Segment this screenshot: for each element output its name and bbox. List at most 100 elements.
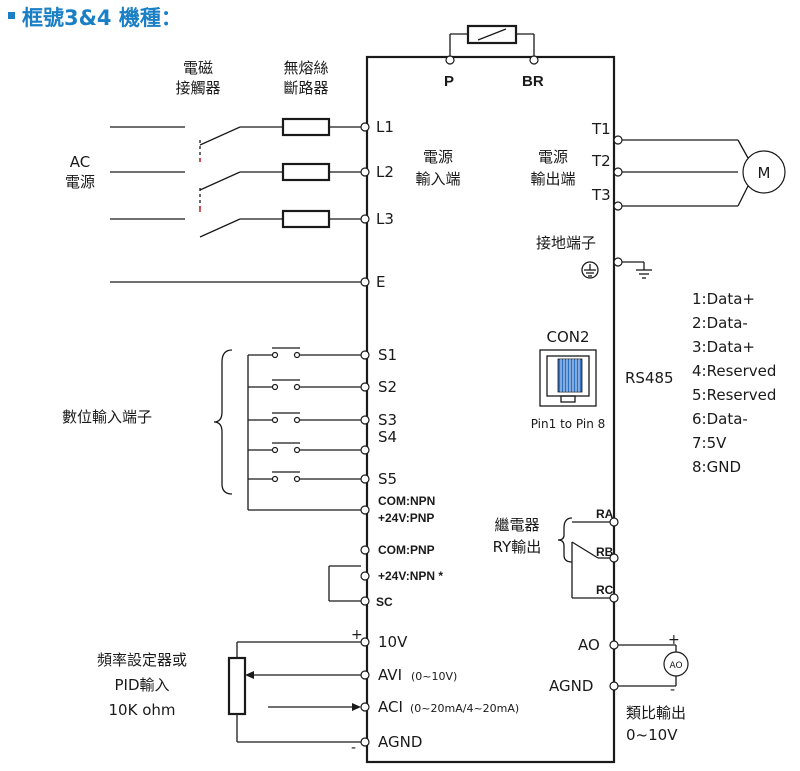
label-avi-range: (0~10V): [411, 670, 457, 683]
label-l2: L2: [376, 163, 394, 181]
pin-item: 2:Data-: [692, 314, 748, 332]
motor-wiring: [622, 139, 749, 207]
terminal-10v: [360, 637, 370, 647]
pin-list: 1:Data+ 2:Data- 3:Data+ 4:Reserved 5:Res…: [692, 290, 776, 476]
label-t3: T3: [591, 186, 611, 204]
ao-meter-plus: +: [668, 632, 680, 648]
drive-box: [365, 55, 616, 764]
rs485-label: RS485: [625, 369, 674, 387]
terminal-sc: [360, 596, 370, 606]
label-aci: ACI: [378, 698, 403, 716]
terminal-com-pnp: [360, 545, 370, 555]
terminal-rb: [609, 553, 619, 563]
motor-icon: [742, 150, 786, 194]
label-br: BR: [522, 73, 544, 90]
terminal-ao: [609, 640, 619, 650]
pin-range-label: Pin1 to Pin 8: [531, 417, 606, 431]
ao-meter-wiring: [618, 644, 677, 687]
terminal-ra: [609, 517, 619, 527]
terminal-s4: [360, 445, 370, 455]
terminal-s5: [360, 474, 370, 484]
motor-label: M: [758, 164, 771, 182]
freq-setter-label-2: PID輸入: [114, 676, 169, 694]
breaker-label-2: 斷路器: [283, 79, 328, 97]
terminal-e: [360, 277, 370, 287]
label-agnd-right: AGND: [549, 677, 593, 695]
terminal-rc: [609, 593, 619, 603]
brake-resistor: [449, 24, 535, 57]
ground-icon: [581, 261, 599, 279]
relay-brace: [557, 517, 573, 563]
power-output-label-2: 輸出端: [530, 170, 575, 188]
relay-label-1: 繼電器: [494, 516, 539, 534]
pin-item: 8:GND: [692, 458, 741, 476]
rj45-connector-icon: [539, 349, 597, 407]
terminal-24v-npn: [360, 571, 370, 581]
label-avi: AVI: [378, 666, 402, 684]
power-input-wiring: [110, 117, 361, 283]
label-com-npn: COM:NPN: [378, 494, 435, 508]
analog-output-label-2: 0~10V: [626, 726, 678, 744]
label-ao: AO: [578, 636, 600, 654]
label-s1: S1: [378, 346, 397, 364]
terminal-l3: [360, 214, 370, 224]
terminal-t1: [613, 135, 623, 145]
terminal-s2: [360, 382, 370, 392]
pin-item: 3:Data+: [692, 338, 755, 356]
pin-item: 4:Reserved: [692, 362, 776, 380]
label-rb: RB: [596, 545, 614, 559]
label-s5: S5: [378, 470, 397, 488]
terminal-s3: [360, 415, 370, 425]
terminal-ground: [613, 257, 623, 267]
pin-item: 7:5V: [692, 434, 727, 452]
breaker-label-1: 無熔絲: [283, 59, 328, 77]
contactor-label-1: 電磁: [183, 59, 213, 77]
label-p: P: [444, 73, 454, 90]
freq-setter-label-3: 10K ohm: [109, 701, 176, 719]
ao-meter-icon: [663, 651, 689, 677]
terminal-agnd-right: [609, 681, 619, 691]
ac-power-label: 電源: [65, 173, 95, 191]
ao-meter-label: AO: [669, 661, 682, 671]
relay-contacts: [571, 521, 614, 599]
label-sc: SC: [376, 595, 393, 609]
contactor-label-2: 接觸器: [175, 79, 220, 97]
terminal-aci: [360, 702, 370, 712]
label-e: E: [376, 273, 385, 291]
digital-input-label: 數位輸入端子: [62, 408, 152, 426]
com-sc-wiring: [328, 565, 361, 602]
terminal-com-npn: [360, 505, 370, 515]
analog-output-label-1: 類比輸出: [626, 704, 686, 722]
power-output-label-1: 電源: [538, 148, 568, 166]
earth-ground-icon: [622, 261, 652, 279]
power-input-label-2: 輸入端: [415, 170, 460, 188]
label-s3: S3: [378, 411, 397, 429]
con2-label: CON2: [546, 328, 589, 346]
label-24v-pnp: +24V:PNP: [378, 511, 434, 525]
terminal-t2: [613, 167, 623, 177]
digital-input-switches: [247, 347, 361, 511]
label-s2: S2: [378, 378, 397, 396]
ac-label: AC: [70, 153, 90, 171]
label-s4: S4: [378, 428, 397, 446]
minus-sign: -: [351, 740, 356, 756]
label-t2: T2: [591, 152, 611, 170]
terminal-agnd: [360, 737, 370, 747]
potentiometer-icon: [227, 641, 361, 743]
label-rc: RC: [596, 583, 614, 597]
label-ra: RA: [596, 507, 614, 521]
label-t1: T1: [591, 120, 611, 138]
terminal-br: [529, 55, 539, 65]
plus-sign: +: [351, 627, 363, 643]
power-input-label-1: 電源: [423, 148, 453, 166]
terminal-avi: [360, 670, 370, 680]
relay-label-2: RY輸出: [493, 538, 542, 556]
pin-item: 5:Reserved: [692, 386, 776, 404]
label-com-pnp: COM:PNP: [378, 543, 435, 557]
label-10v: 10V: [378, 633, 408, 651]
ground-terminal-label: 接地端子: [536, 234, 596, 252]
ao-meter-minus: -: [670, 682, 675, 698]
page-title: 框號3&4 機種：: [22, 6, 182, 30]
